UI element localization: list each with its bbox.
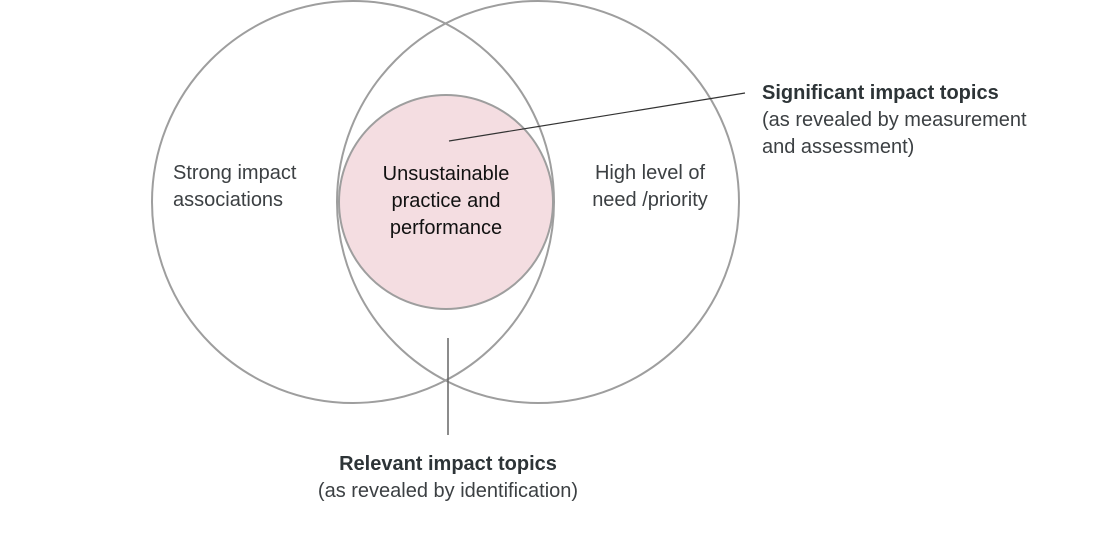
inner-circle (338, 94, 554, 310)
left-circle-label: Strong impact associations (173, 160, 296, 214)
left-label-line1: Strong impact (173, 162, 297, 184)
right-circle (336, 0, 740, 404)
relevant-callout: Relevant impact topics (as revealed by i… (268, 451, 628, 505)
significant-leader-line (448, 92, 746, 142)
inner-label-line3: performance (389, 217, 503, 239)
inner-label-line2: practice and (391, 190, 501, 212)
significant-line1: (as revealed by measurement (762, 109, 1027, 131)
right-circle-label: High level of need /priority (570, 160, 730, 214)
right-label-line2: need /priority (592, 189, 708, 211)
significant-line2: and assessment) (762, 136, 915, 158)
right-label-line1: High level of (594, 162, 706, 184)
inner-label-line1: Unsustainable (382, 163, 510, 185)
significant-callout: Significant impact topics (as revealed b… (762, 80, 1027, 161)
significant-title: Significant impact topics (762, 82, 999, 104)
relevant-line1: (as revealed by identification) (317, 480, 579, 502)
inner-circle-label: Unsustainable practice and performance (346, 161, 546, 242)
left-label-line2: associations (173, 189, 284, 211)
relevant-title: Relevant impact topics (339, 453, 557, 475)
